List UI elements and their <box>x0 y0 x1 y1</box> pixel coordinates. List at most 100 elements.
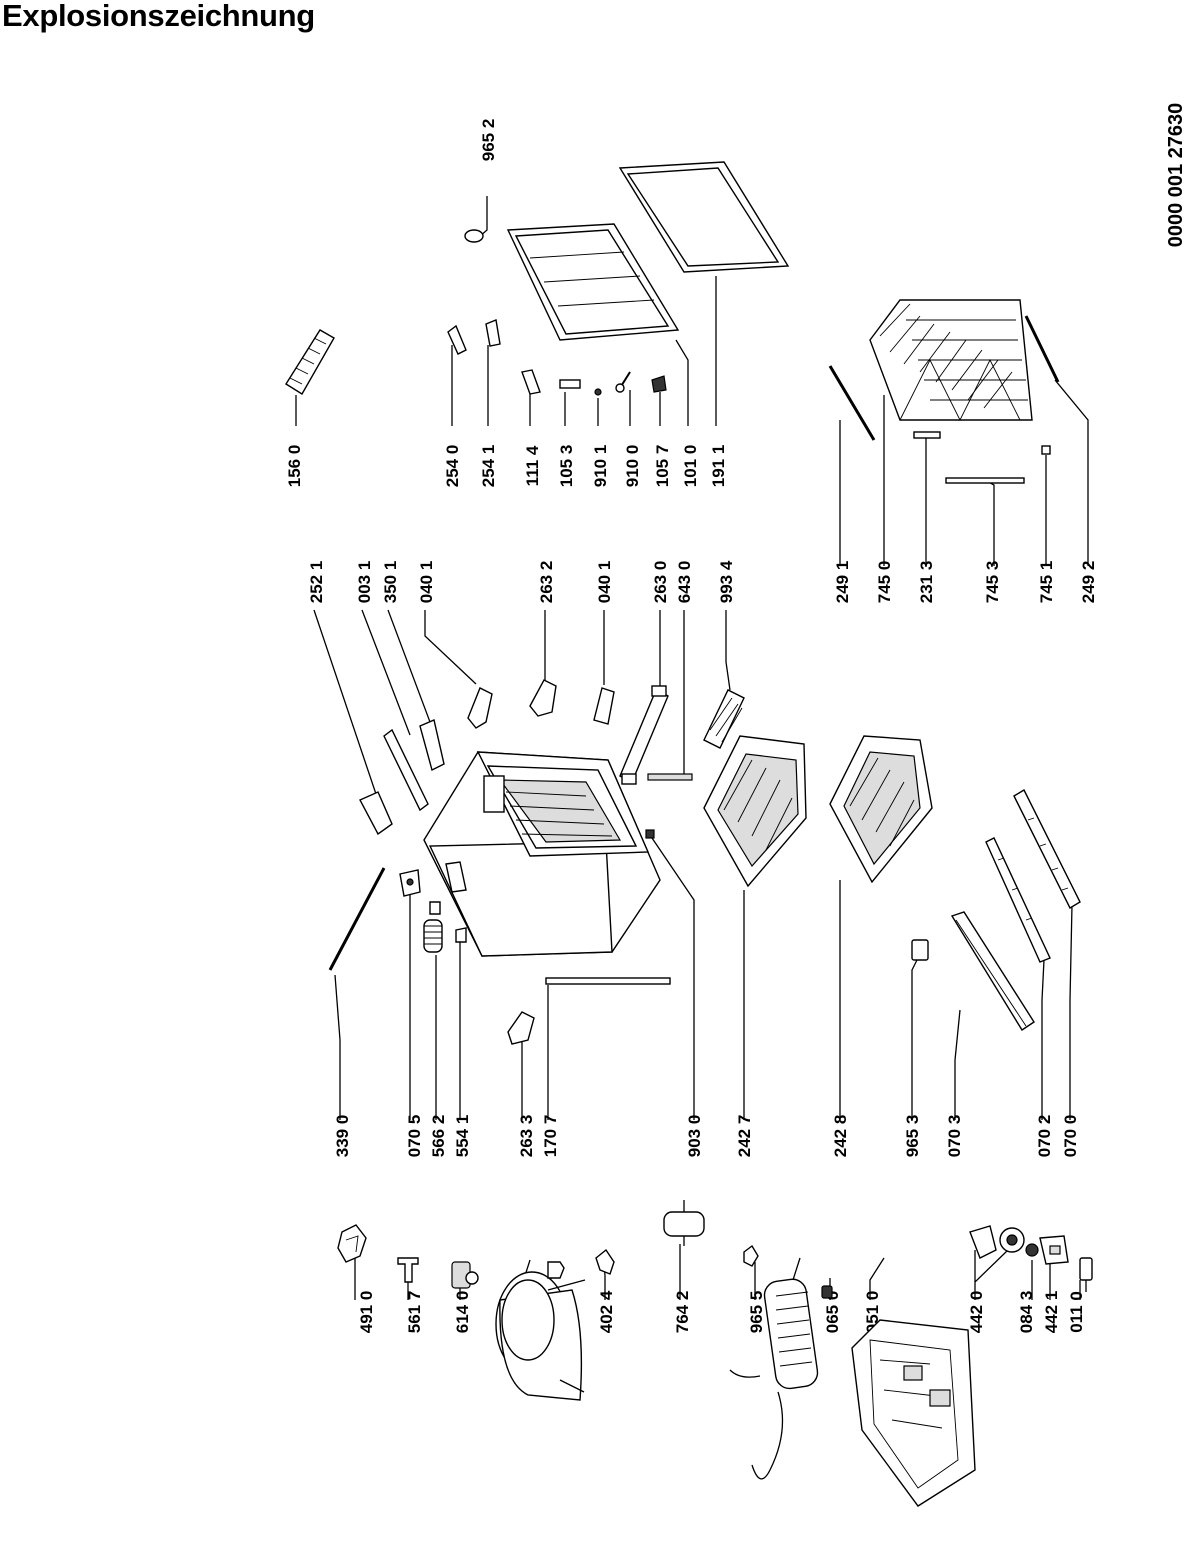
part-label: 442 0 <box>967 1291 986 1334</box>
part-label: 254 1 <box>479 445 498 488</box>
part-label: 105 7 <box>653 445 672 488</box>
part-label: 566 2 <box>429 1115 448 1158</box>
part-252-1 <box>359 791 393 836</box>
part-label: 554 1 <box>453 1115 472 1158</box>
part-label: 170 7 <box>541 1115 560 1158</box>
part-label: 070 5 <box>405 1115 424 1158</box>
part-561-7-clip <box>397 1257 419 1283</box>
part-label: 350 1 <box>381 561 400 604</box>
part-label: 249 2 <box>1079 561 1098 604</box>
part-070-3-profile <box>950 911 1035 1031</box>
part-label: 491 0 <box>357 1291 376 1334</box>
part-111-4 <box>521 369 541 395</box>
part-105-7 <box>651 375 667 393</box>
document-number: 0000 001 27630 <box>1165 103 1185 248</box>
part-label: 614 0 <box>453 1291 472 1334</box>
part-label: 263 0 <box>651 561 670 604</box>
part-105-3 <box>559 379 581 389</box>
part-label: 745 3 <box>983 561 1002 604</box>
part-242-8-drawer <box>829 735 933 884</box>
part-label: 263 3 <box>517 1115 536 1158</box>
part-label: 910 1 <box>591 445 610 488</box>
part-label: 402 4 <box>597 1290 616 1333</box>
part-965-2 <box>464 229 484 243</box>
part-label: 231 3 <box>917 561 936 604</box>
part-263-3-hinge <box>507 1011 535 1045</box>
part-label: 111 4 <box>523 445 542 486</box>
part-label: 242 8 <box>831 1115 850 1158</box>
part-label: 561 7 <box>405 1291 424 1334</box>
part-label: 442 1 <box>1042 1291 1061 1334</box>
part-191-1-seal <box>618 161 790 273</box>
part-249-1-rod <box>828 365 876 441</box>
part-label: 084 3 <box>1017 1291 1036 1334</box>
part-label: 101 0 <box>681 445 700 488</box>
part-label: 965 3 <box>903 1115 922 1158</box>
part-051-0-base <box>851 1319 976 1507</box>
part-070-5-hinge <box>399 869 421 897</box>
part-label: 643 0 <box>675 561 694 604</box>
part-993-4-tray <box>703 689 745 749</box>
part-442-1-bracket <box>1039 1235 1069 1265</box>
part-label: 040 1 <box>595 561 614 604</box>
part-156-0-ice-tray <box>285 329 335 395</box>
part-label: 965 5 <box>747 1291 766 1334</box>
part-label: 745 1 <box>1037 561 1056 604</box>
part-cabinet-body <box>423 751 661 957</box>
part-170-7-profile <box>545 977 671 985</box>
part-011-0-foot <box>1079 1257 1093 1292</box>
part-label: 339 0 <box>333 1115 352 1158</box>
part-label: 105 3 <box>557 445 576 488</box>
part-402-3 <box>547 1261 565 1279</box>
part-label: 745 0 <box>875 561 894 604</box>
part-084-3-knob <box>1025 1243 1039 1257</box>
part-070-2-strip <box>985 837 1051 963</box>
part-254-0 <box>447 324 467 355</box>
part-402-4 <box>595 1248 615 1275</box>
part-254-1 <box>485 319 501 347</box>
part-910-1 <box>594 388 602 396</box>
part-764-2-filter <box>663 1200 705 1246</box>
part-label: 065 0 <box>823 1291 842 1334</box>
part-label: 903 0 <box>685 1115 704 1158</box>
part-402-0-compressor <box>495 1271 586 1401</box>
part-740-0-condenser <box>729 1278 819 1480</box>
part-040-1-hinge-lower <box>593 687 615 725</box>
part-101-0-door <box>506 223 680 341</box>
part-339-0-rod <box>328 867 386 971</box>
part-231-3 <box>913 431 941 439</box>
part-003-1 <box>383 728 429 812</box>
part-350-1 <box>419 719 445 772</box>
part-566-2-spring <box>423 901 443 953</box>
part-554-1 <box>455 927 467 943</box>
part-label: 003 1 <box>355 561 374 604</box>
part-643-0 <box>647 773 693 781</box>
part-910-0 <box>615 371 631 393</box>
part-263-0 <box>619 685 669 785</box>
part-491-0-bracket <box>337 1224 367 1263</box>
part-614-0-relay <box>451 1261 479 1289</box>
part-070-0-rail <box>1013 789 1081 909</box>
part-249-2-rod <box>1024 315 1060 383</box>
part-label: 011 0 <box>1067 1291 1086 1333</box>
part-745-1 <box>1041 445 1051 455</box>
part-label: 191 1 <box>709 445 728 488</box>
part-263-2 <box>529 679 557 717</box>
part-442-0-thermostat <box>969 1225 1025 1259</box>
part-065-0 <box>821 1285 833 1299</box>
part-label: 965 2 <box>479 119 498 162</box>
part-040-1-hinge-upper <box>467 687 493 729</box>
part-label: 254 0 <box>443 445 462 488</box>
part-label: 040 1 <box>417 561 436 604</box>
part-label: 242 7 <box>735 1115 754 1158</box>
part-965-5 <box>743 1244 759 1267</box>
page-title: Explosionszeichnung <box>2 0 315 33</box>
part-745-3 <box>945 477 1025 484</box>
part-label: 993 4 <box>717 560 736 603</box>
part-label: 070 3 <box>945 1115 964 1158</box>
part-label: 910 0 <box>623 445 642 488</box>
part-label: 263 2 <box>537 561 556 604</box>
part-965-3 <box>911 939 929 961</box>
